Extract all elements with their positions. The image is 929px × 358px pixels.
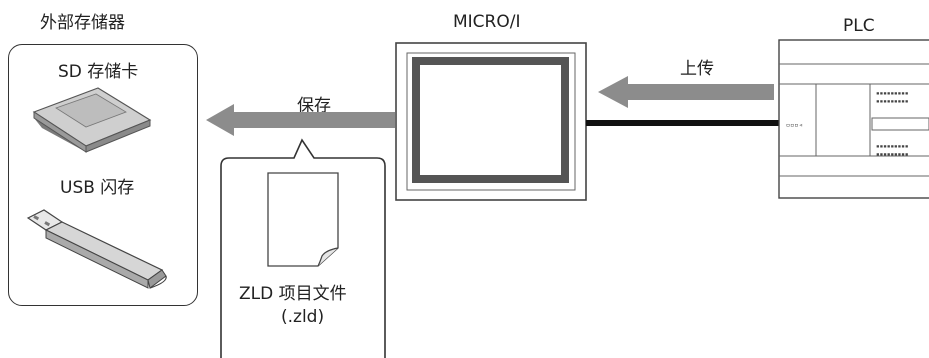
plc-icon: ▫▫▫◃ ▪▪▪▪▪▪▪▪▪ ▪▪▪▪▪▪▪▪▪ ▪▪▪▪▪▪▪▪▪ ▪▪▪▪▪… — [778, 39, 929, 199]
micro-title: MICRO/I — [453, 12, 521, 32]
save-arrow — [206, 104, 395, 136]
upload-arrow-label: 上传 — [680, 59, 714, 79]
svg-text:▪▪▪▪▪▪▪▪▪: ▪▪▪▪▪▪▪▪▪ — [876, 90, 909, 97]
external-storage-title: 外部存储器 — [40, 13, 125, 33]
sd-card-icon — [32, 87, 152, 153]
document-icon — [267, 172, 339, 267]
file-name-line2: (.zld) — [281, 307, 325, 327]
plc-title: PLC — [843, 16, 875, 36]
save-arrow-label: 保存 — [297, 96, 331, 116]
svg-text:▫▫▫◃: ▫▫▫◃ — [786, 121, 803, 129]
file-name-line1: ZLD 项目文件 — [239, 284, 347, 304]
usb-flash-icon — [26, 209, 167, 289]
upload-arrow — [598, 76, 774, 108]
svg-text:▪▪▪▪▪▪▪▪▪: ▪▪▪▪▪▪▪▪▪ — [876, 98, 909, 105]
svg-text:▪▪▪▪▪▪▪▪▪: ▪▪▪▪▪▪▪▪▪ — [876, 143, 909, 150]
sd-card-label: SD 存储卡 — [58, 62, 139, 82]
micro-terminal-icon — [395, 42, 587, 201]
cable — [586, 120, 782, 126]
svg-text:▪▪▪▪▪▪▪▪▪: ▪▪▪▪▪▪▪▪▪ — [876, 151, 909, 158]
usb-flash-label: USB 闪存 — [60, 178, 135, 198]
